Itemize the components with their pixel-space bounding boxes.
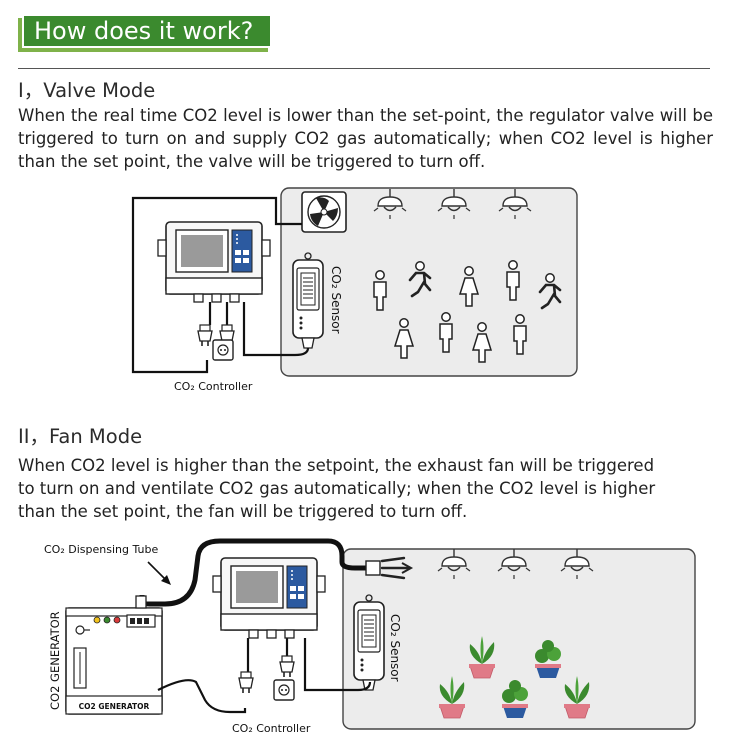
tube-caption: CO₂ Dispensing Tube bbox=[44, 543, 159, 556]
power-outlet-icon bbox=[212, 339, 234, 361]
controller-caption-2: CO₂ Controller bbox=[232, 722, 311, 735]
fan-mode-heading: II，Fan Mode bbox=[18, 425, 143, 448]
fan-mode-description: When CO2 level is higher than the setpoi… bbox=[18, 456, 656, 521]
co2-controller-1 bbox=[157, 221, 271, 303]
co2-sensor-2 bbox=[353, 594, 385, 691]
arrow-icon bbox=[147, 561, 171, 585]
fan-icon bbox=[301, 191, 347, 233]
page-title: How does it work? bbox=[34, 17, 254, 45]
section-banner: How does it work? bbox=[18, 14, 272, 52]
header-divider bbox=[18, 68, 710, 69]
co2-sensor-label-1: CO₂ Sensor bbox=[329, 266, 343, 334]
power-outlet-icon bbox=[273, 679, 295, 701]
controller-caption-1: CO₂ Controller bbox=[174, 380, 253, 393]
generator-front-label: CO2 GENERATOR bbox=[79, 702, 150, 711]
co2-generator bbox=[65, 595, 163, 715]
co2-sensor-label-2: CO₂ Sensor bbox=[388, 614, 402, 682]
exhaust-arrow-icon bbox=[365, 556, 414, 580]
generator-side-label: CO2 GENERATOR bbox=[48, 611, 62, 710]
grow-room-2 bbox=[342, 548, 696, 730]
valve-mode-heading: I，Valve Mode bbox=[18, 79, 156, 102]
plug-icon bbox=[279, 655, 295, 678]
co2-controller-2 bbox=[212, 557, 326, 639]
co2-sensor-1 bbox=[292, 252, 324, 349]
grow-room-1 bbox=[280, 187, 578, 377]
banner: How does it work? bbox=[22, 14, 272, 48]
plug-icon bbox=[238, 671, 254, 694]
plug-icon bbox=[197, 324, 213, 347]
valve-mode-description: When the real time CO2 level is lower th… bbox=[18, 106, 713, 171]
